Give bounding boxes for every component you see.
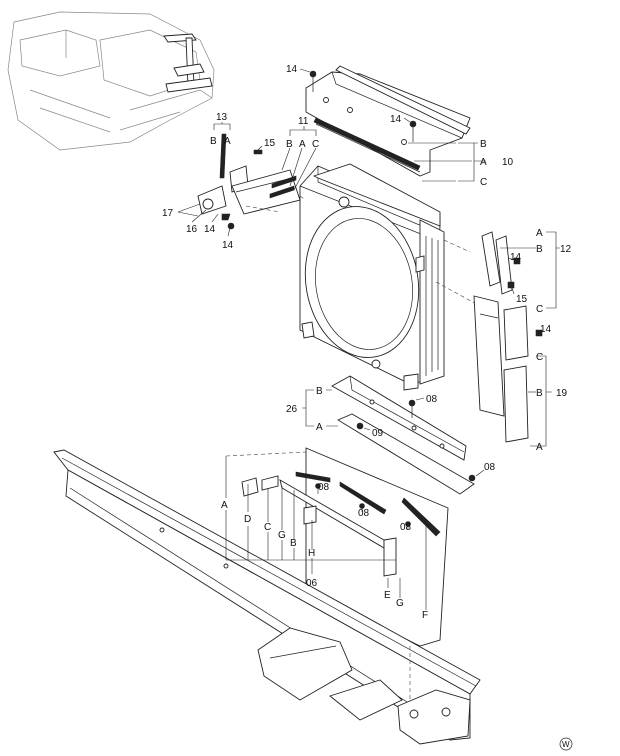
callout-14-right: 14 (510, 252, 522, 263)
callout-08-right: 08 (484, 462, 496, 473)
letter-a-11: A (299, 139, 306, 150)
callout-15-right: 15 (516, 294, 528, 305)
letter-c-12: C (536, 304, 543, 315)
callout-labels: 14 14 10 13 11 15 17 16 14 14 12 14 15 1… (162, 64, 572, 589)
callout-08-baffle-c: 08 (400, 522, 412, 533)
machine-overview-illustration (7, 11, 215, 151)
letter-h-06: H (308, 548, 315, 559)
callout-09: 09 (372, 428, 384, 439)
callout-14-bracket: 14 (204, 224, 216, 235)
letter-a-10: A (480, 157, 487, 168)
letter-labels: B A B A C B A C A B C C B A B A A D C G … (210, 136, 543, 621)
letter-b-06: B (290, 538, 297, 549)
letter-c-10: C (480, 177, 487, 188)
letter-b-10: B (480, 139, 487, 150)
leader-lines (177, 68, 560, 610)
letter-c-19: C (536, 352, 543, 363)
letter-d-06: D (244, 514, 251, 525)
side-bracket-and-seals (473, 231, 543, 443)
bolt-fasteners (227, 70, 476, 482)
callout-13: 13 (216, 112, 228, 123)
letter-a-12: A (536, 228, 543, 239)
callout-16: 16 (186, 224, 198, 235)
callout-08-top: 08 (426, 394, 438, 405)
crossmember-bracket (331, 375, 475, 495)
letter-b-12: B (536, 244, 543, 255)
radiator-top-cover (305, 65, 471, 177)
callout-14-cover: 14 (390, 114, 402, 125)
callout-10: 10 (502, 157, 514, 168)
letter-a-06: A (221, 500, 228, 511)
callout-12: 12 (560, 244, 572, 255)
letter-b-11: B (286, 139, 293, 150)
callout-08-baffle-b: 08 (358, 508, 370, 519)
letter-a-13: A (224, 136, 231, 147)
callout-14-top: 14 (286, 64, 298, 75)
letter-b-26: B (316, 386, 323, 397)
letter-g-06-right: G (396, 598, 404, 609)
watermark-badge: W (559, 737, 573, 751)
callout-26: 26 (286, 404, 298, 415)
letter-a-19: A (536, 442, 543, 453)
callout-19: 19 (556, 388, 568, 399)
letter-b-19: B (536, 388, 543, 399)
letter-f-06: F (422, 610, 428, 621)
latch-bracket-group (197, 133, 307, 221)
letter-c-06: C (264, 522, 271, 533)
baffle-plate-group (225, 447, 449, 647)
callout-14-seal: 14 (540, 324, 552, 335)
callout-11: 11 (298, 116, 309, 127)
watermark-letter: W (562, 740, 570, 749)
radiator-core-assembly (299, 163, 481, 391)
frame-rail (53, 449, 481, 745)
letter-a-26: A (316, 422, 323, 433)
callout-17: 17 (162, 208, 174, 219)
callout-06: 06 (306, 578, 318, 589)
callout-15-left: 15 (264, 138, 276, 149)
letter-e-06: E (384, 590, 391, 601)
callout-14-lower: 14 (222, 240, 234, 251)
letter-c-11: C (312, 139, 319, 150)
letter-g-06-left: G (278, 530, 286, 541)
letter-b-13: B (210, 136, 217, 147)
callout-08-baffle-a: 08 (318, 482, 330, 493)
